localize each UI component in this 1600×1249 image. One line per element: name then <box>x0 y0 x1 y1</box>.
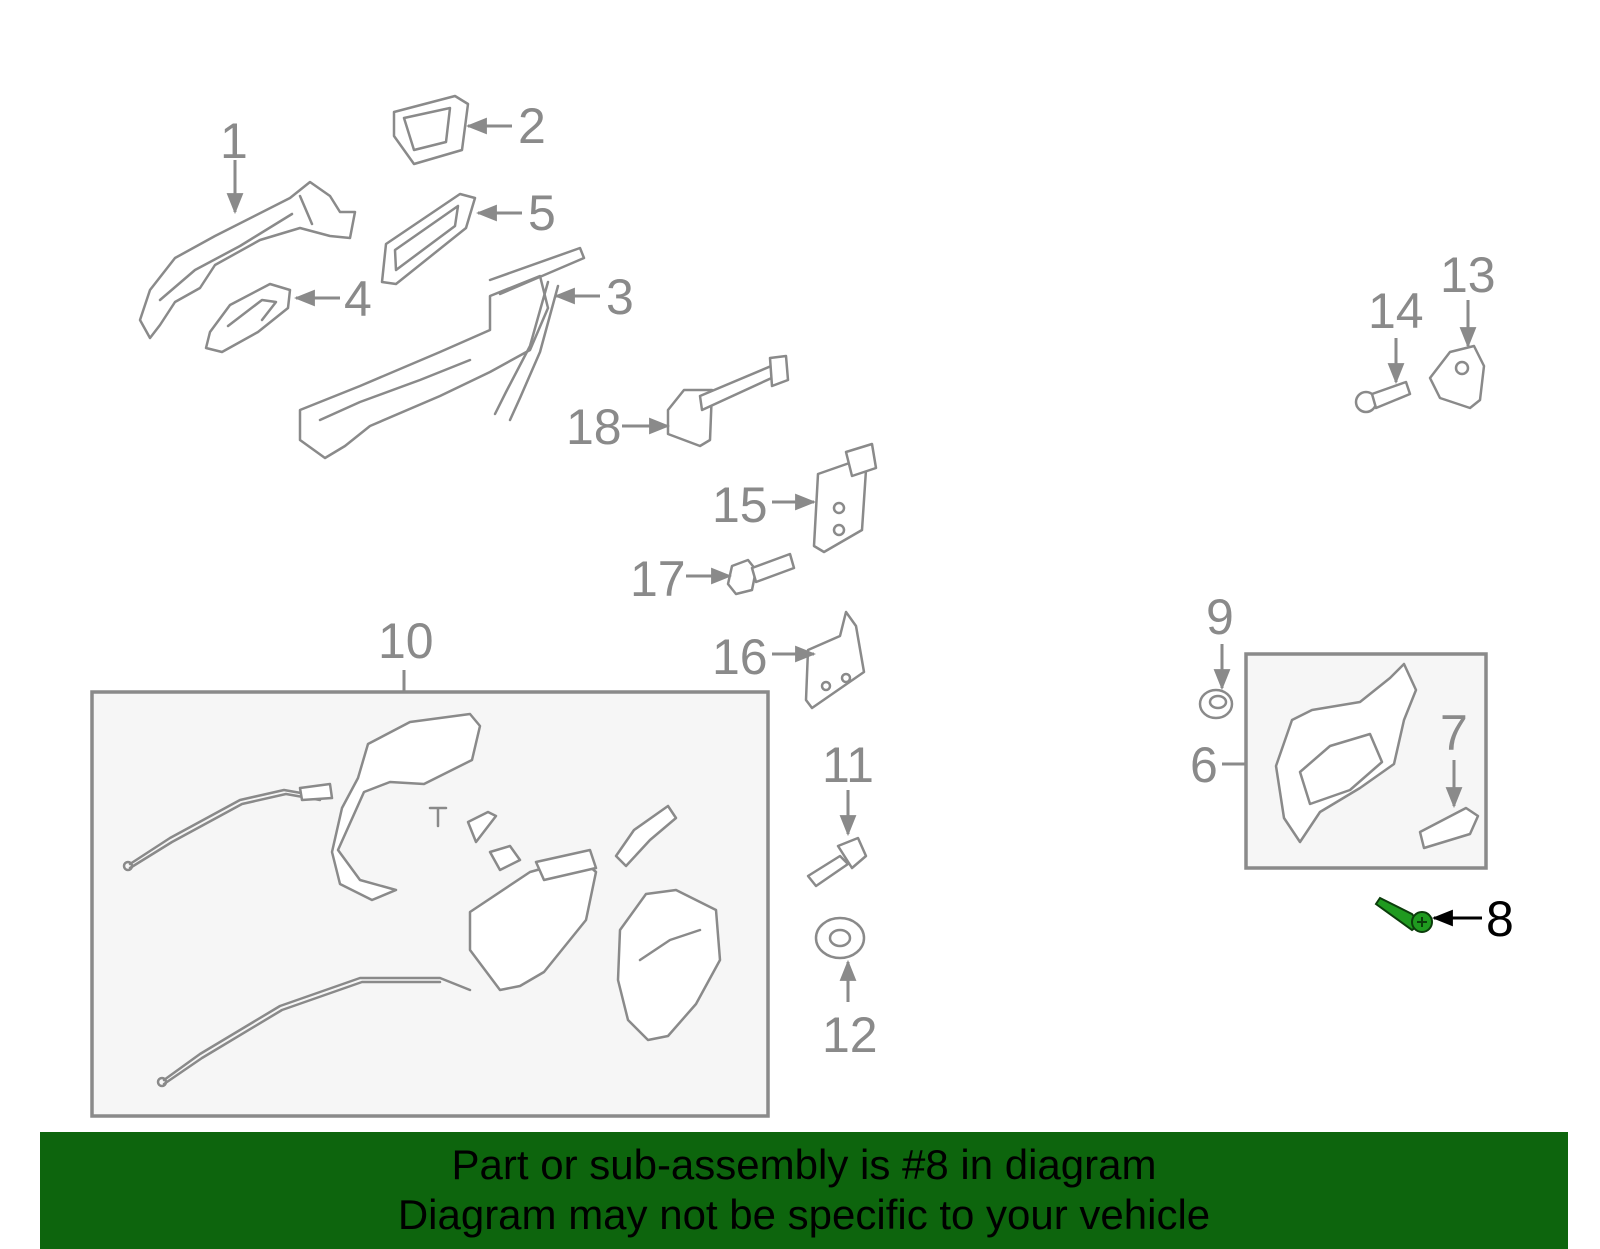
label-6: 6 <box>1190 737 1218 793</box>
label-1: 1 <box>220 113 248 169</box>
label-5: 5 <box>528 185 556 241</box>
label-16: 16 <box>712 629 768 685</box>
shim-plate-part <box>804 610 866 710</box>
label-4: 4 <box>344 271 372 327</box>
trim-clip-7-part <box>1418 806 1480 850</box>
label-12: 12 <box>822 1007 878 1063</box>
screw-11-part <box>806 836 868 888</box>
striker-part <box>812 442 878 554</box>
label-2: 2 <box>518 98 546 154</box>
info-banner: Part or sub-assembly is #8 in diagram Di… <box>40 1132 1568 1249</box>
label-7: 7 <box>1440 705 1468 761</box>
handle-cap-part <box>392 94 470 166</box>
bolt-17-part <box>726 552 796 596</box>
gasket-part <box>380 192 477 286</box>
door-check-part <box>666 354 790 448</box>
grommet-part <box>1198 688 1234 720</box>
label-8: 8 <box>1486 891 1514 947</box>
handle-frame-part <box>298 246 586 460</box>
small-gasket-part <box>204 282 292 354</box>
screw-8-highlighted-part <box>1374 896 1433 933</box>
label-13: 13 <box>1440 247 1496 303</box>
latch-assembly-parts <box>122 712 722 1088</box>
label-18: 18 <box>566 399 622 455</box>
washer-part <box>814 916 866 960</box>
clip-13-part <box>1428 344 1486 410</box>
label-15: 15 <box>712 477 768 533</box>
label-3: 3 <box>606 269 634 325</box>
screw-14-part <box>1354 380 1412 414</box>
label-14: 14 <box>1368 283 1424 339</box>
label-11: 11 <box>822 737 874 793</box>
banner-line-1: Part or sub-assembly is #8 in diagram <box>451 1141 1157 1188</box>
label-9: 9 <box>1206 589 1234 645</box>
label-10: 10 <box>378 613 434 669</box>
inside-handle-part <box>1274 662 1418 844</box>
label-17: 17 <box>630 551 686 607</box>
banner-line-2: Diagram may not be specific to your vehi… <box>397 1191 1211 1238</box>
outside-handle-part <box>138 180 357 340</box>
